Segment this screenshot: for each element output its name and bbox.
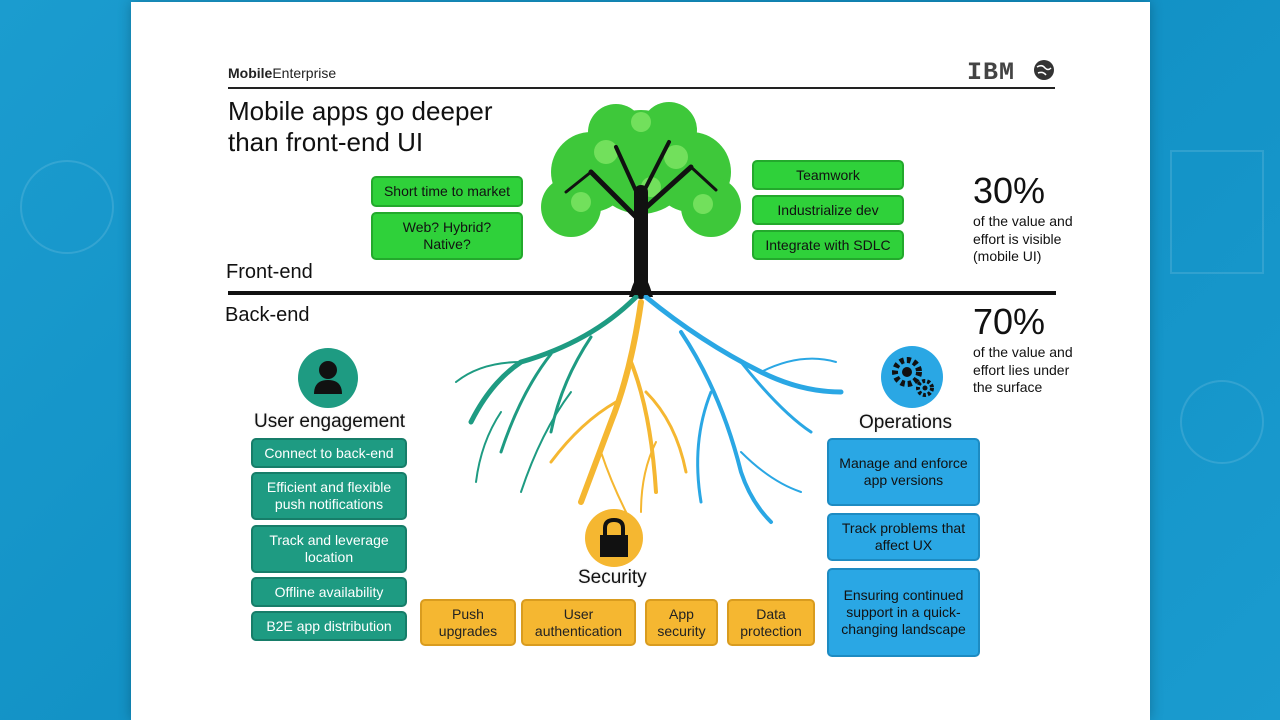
front-item-industrialize: Industrialize dev — [752, 195, 904, 225]
hidden-description: of the value and effort lies under the s… — [973, 344, 1073, 395]
security-item-user-auth: User authentication — [521, 599, 636, 646]
front-item-short-time: Short time to market — [371, 176, 523, 207]
ue-item-b2e: B2E app distribution — [251, 611, 407, 641]
security-item-push-upgrades: Push upgrades — [420, 599, 516, 646]
tree-illustration — [455, 102, 844, 524]
visible-description: of the value and effort is visible (mobi… — [973, 213, 1073, 264]
ue-item-offline: Offline availability — [251, 577, 407, 607]
background-decoration-3 — [1170, 150, 1264, 274]
background-decoration-1 — [20, 160, 114, 254]
visible-percent: 30% — [973, 170, 1046, 211]
globe-icon — [1034, 60, 1054, 80]
security-item-app-security: App security — [645, 599, 718, 646]
ops-item-manage: Manage and enforce app versions — [827, 438, 980, 506]
slide: MobileEnterprise IBM Mobile apps go deep… — [131, 2, 1150, 720]
hidden-percent: 70% — [973, 301, 1046, 342]
surface-divider — [228, 291, 1056, 295]
ibm-logo: IBM — [967, 58, 1016, 87]
background-decoration-2 — [1180, 380, 1264, 464]
ue-item-location: Track and leverage location — [251, 525, 407, 573]
front-item-sdlc: Integrate with SDLC — [752, 230, 904, 260]
user-icon — [298, 348, 358, 408]
front-item-web-hybrid: Web? Hybrid? Native? — [371, 212, 523, 260]
ue-item-push: Efficient and flexible push notification… — [251, 472, 407, 520]
ops-item-continued-support: Ensuring continued support in a quick-ch… — [827, 568, 980, 657]
ops-item-track-problems: Track problems that affect UX — [827, 513, 980, 561]
brand-wordmark: MobileEnterprise — [228, 65, 337, 81]
lock-icon — [585, 509, 643, 567]
gears-icon — [881, 346, 943, 408]
security-item-data-protection: Data protection — [727, 599, 815, 646]
user-engagement-heading: User engagement — [254, 411, 406, 432]
page-title: Mobile apps go deeper than front-end UI — [228, 96, 493, 157]
ue-item-connect: Connect to back-end — [251, 438, 407, 468]
header-rule — [228, 87, 1055, 89]
backend-label: Back-end — [225, 304, 310, 326]
operations-heading: Operations — [859, 412, 952, 433]
security-heading: Security — [578, 567, 647, 588]
front-item-teamwork: Teamwork — [752, 160, 904, 190]
frontend-label: Front-end — [226, 261, 313, 283]
